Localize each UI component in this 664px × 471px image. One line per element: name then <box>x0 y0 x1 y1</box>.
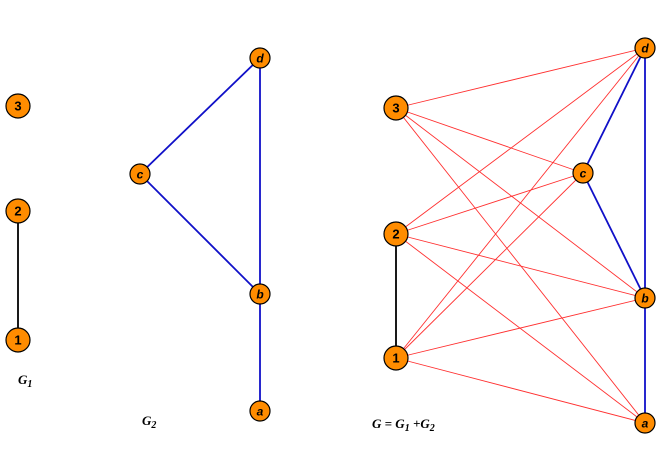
edge-g-3-g-d <box>395 47 646 109</box>
node-label: 2 <box>14 204 21 219</box>
node-circle <box>383 95 409 121</box>
caption-g2: G2 <box>142 413 156 431</box>
edge-g2-c-g2-b <box>139 173 261 295</box>
node-g1-1: 1 <box>5 327 31 353</box>
node-circle <box>249 283 271 305</box>
node-g-1: 1 <box>383 345 409 371</box>
edge-g2-d-g2-c <box>139 57 261 175</box>
node-label: 1 <box>14 333 21 348</box>
node-label: 3 <box>14 99 21 114</box>
edge-g-2-g-c <box>395 172 584 235</box>
node-circle <box>5 93 31 119</box>
node-label: 2 <box>392 227 399 242</box>
node-g-c: c <box>572 162 594 184</box>
edge-g-2-g-d <box>395 47 646 235</box>
edges-layer <box>17 47 646 424</box>
node-label: b <box>641 292 648 306</box>
node-label: 1 <box>392 351 399 366</box>
node-circle <box>572 162 594 184</box>
node-circle <box>634 412 656 434</box>
edge-g-1-g-c <box>395 172 584 359</box>
edge-g-2-g-b <box>395 233 646 299</box>
edge-g-2-g-a <box>395 233 646 424</box>
node-label: d <box>256 52 264 66</box>
node-label: 3 <box>392 101 399 116</box>
edge-g-1-g-b <box>395 297 646 359</box>
node-g1-3: 3 <box>5 93 31 119</box>
edge-g-3-g-c <box>395 107 584 174</box>
node-g-d: d <box>634 37 656 59</box>
node-g-a: a <box>634 412 656 434</box>
node-g2-a: a <box>249 400 271 422</box>
node-label: a <box>642 417 649 431</box>
edge-g-c-g-b <box>582 172 646 299</box>
caption-g-join: G = G1 +G2 <box>372 416 435 434</box>
edge-g-1-g-d <box>395 47 646 359</box>
node-label: b <box>256 288 263 302</box>
node-g-3: 3 <box>383 95 409 121</box>
node-circle <box>249 47 271 69</box>
node-circle <box>634 37 656 59</box>
node-g-2: 2 <box>383 221 409 247</box>
node-label: c <box>137 168 144 182</box>
node-circle <box>5 327 31 353</box>
node-circle <box>383 345 409 371</box>
node-g-b: b <box>634 287 656 309</box>
node-circle <box>249 400 271 422</box>
node-g2-d: d <box>249 47 271 69</box>
node-label: a <box>257 405 264 419</box>
node-label: d <box>641 42 649 56</box>
node-circle <box>129 163 151 185</box>
node-circle <box>383 221 409 247</box>
node-label: c <box>580 167 587 181</box>
node-g1-2: 2 <box>5 198 31 224</box>
node-circle <box>5 198 31 224</box>
edge-g-1-g-a <box>395 357 646 424</box>
edge-g-d-g-c <box>582 47 646 174</box>
node-g2-b: b <box>249 283 271 305</box>
node-g2-c: c <box>129 163 151 185</box>
caption-g1: G1 <box>18 372 32 390</box>
edge-g-3-g-a <box>395 107 646 424</box>
nodes-layer: 3 2 1 d c b a 3 2 1 d c b a <box>5 37 656 434</box>
node-circle <box>634 287 656 309</box>
